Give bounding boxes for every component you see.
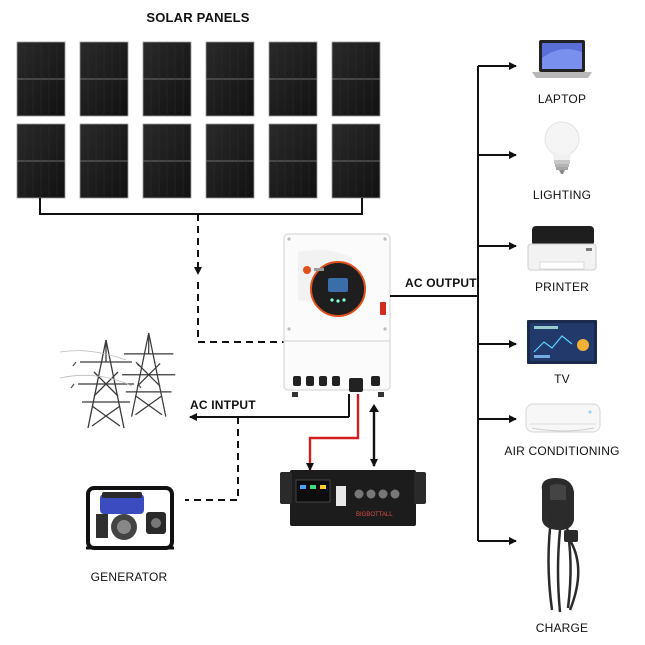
ac-output-label: AC OUTPUT bbox=[405, 276, 477, 290]
generator-label: GENERATOR bbox=[90, 570, 168, 584]
solar-panels-label: SOLAR PANELS bbox=[146, 10, 250, 25]
inverter-link-dashed bbox=[197, 282, 285, 343]
battery-brand-label: BIGBOTTALL bbox=[356, 512, 393, 518]
tv-label: TV bbox=[554, 372, 570, 386]
printer-icon bbox=[527, 226, 597, 271]
inverter-icon bbox=[283, 233, 391, 397]
air-conditioning-label: AIR CONDITIONING bbox=[504, 444, 620, 458]
light-bulb-icon bbox=[544, 121, 580, 174]
solar-panel-icon bbox=[16, 41, 381, 199]
battery-rack-icon: BIGBOTTALL bbox=[280, 470, 426, 526]
ac-input-label: AC INTPUT bbox=[190, 398, 256, 412]
laptop-label: LAPTOP bbox=[537, 92, 587, 106]
generator-icon bbox=[86, 486, 174, 550]
air-conditioner-icon bbox=[525, 403, 601, 433]
power-pylon-icon bbox=[59, 332, 176, 429]
battery-red-cable bbox=[306, 394, 360, 471]
panels-bus-line bbox=[39, 198, 363, 215]
output-arrows bbox=[478, 62, 517, 545]
ev-charger-icon bbox=[541, 478, 580, 613]
tv-icon bbox=[527, 320, 597, 364]
laptop-icon bbox=[532, 40, 592, 78]
lighting-label: LIGHTING bbox=[532, 188, 592, 202]
printer-label: PRINTER bbox=[534, 280, 590, 294]
generator-dashed-line bbox=[185, 417, 239, 501]
charge-label: CHARGE bbox=[535, 621, 589, 635]
